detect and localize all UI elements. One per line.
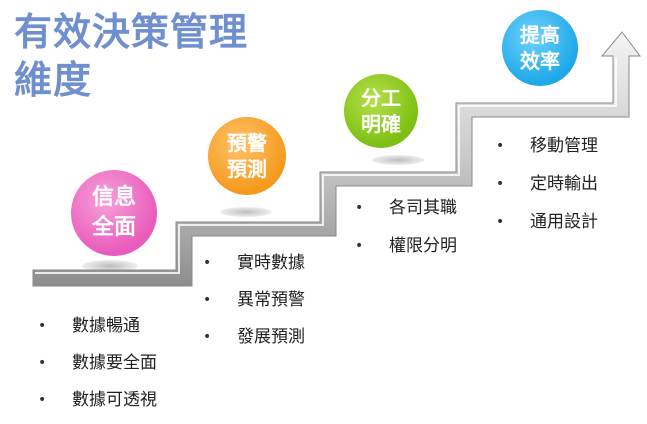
step-1-label-line2: 全面 bbox=[91, 215, 136, 240]
list-item: 移動管理 bbox=[496, 133, 598, 171]
staircase-highlight bbox=[35, 58, 617, 274]
list-item: 數據暢通 bbox=[38, 313, 157, 350]
step-circle-info-complete: 信息 全面 bbox=[71, 170, 157, 256]
step-3-label-line2: 明確 bbox=[361, 112, 401, 136]
step-1-points: 數據暢通 數據要全面 數據可透視 bbox=[38, 313, 157, 424]
list-item: 權限分明 bbox=[355, 233, 457, 271]
staircase-shape bbox=[32, 31, 641, 287]
page-title: 有效決策管理 維度 bbox=[14, 8, 248, 104]
list-item: 數據要全面 bbox=[38, 350, 157, 387]
step-shadow-2 bbox=[220, 207, 272, 217]
step-3-label-line1: 分工 bbox=[361, 86, 401, 110]
step-2-label-line2: 預測 bbox=[227, 157, 267, 181]
title-line-2: 維度 bbox=[14, 58, 93, 102]
list-item: 定時輸出 bbox=[496, 171, 598, 209]
list-item: 實時數據 bbox=[203, 250, 305, 287]
step-shadow-3 bbox=[372, 155, 424, 165]
list-item: 數據可透視 bbox=[38, 387, 157, 424]
list-item: 各司其職 bbox=[355, 195, 457, 233]
list-item: 通用設計 bbox=[496, 209, 598, 247]
title-line-1: 有效決策管理 bbox=[14, 10, 249, 54]
step-circle-warning-forecast: 預警 預測 bbox=[208, 117, 286, 195]
step-2-points: 實時數據 異常預警 發展預測 bbox=[203, 250, 305, 361]
step-4-label-line1: 提高 bbox=[520, 23, 560, 47]
step-shadow-1 bbox=[82, 260, 138, 272]
step-3-points: 各司其職 權限分明 bbox=[355, 195, 457, 271]
list-item: 發展預測 bbox=[203, 324, 305, 361]
list-item: 異常預警 bbox=[203, 287, 305, 324]
step-circle-efficiency: 提高 效率 bbox=[502, 10, 578, 86]
step-4-label-line2: 效率 bbox=[520, 49, 560, 73]
step-2-label-line1: 預警 bbox=[227, 131, 267, 155]
step-1-label-line1: 信息 bbox=[91, 185, 136, 210]
step-4-points: 移動管理 定時輸出 通用設計 bbox=[496, 133, 598, 247]
step-circle-clear-division: 分工 明確 bbox=[344, 74, 418, 148]
